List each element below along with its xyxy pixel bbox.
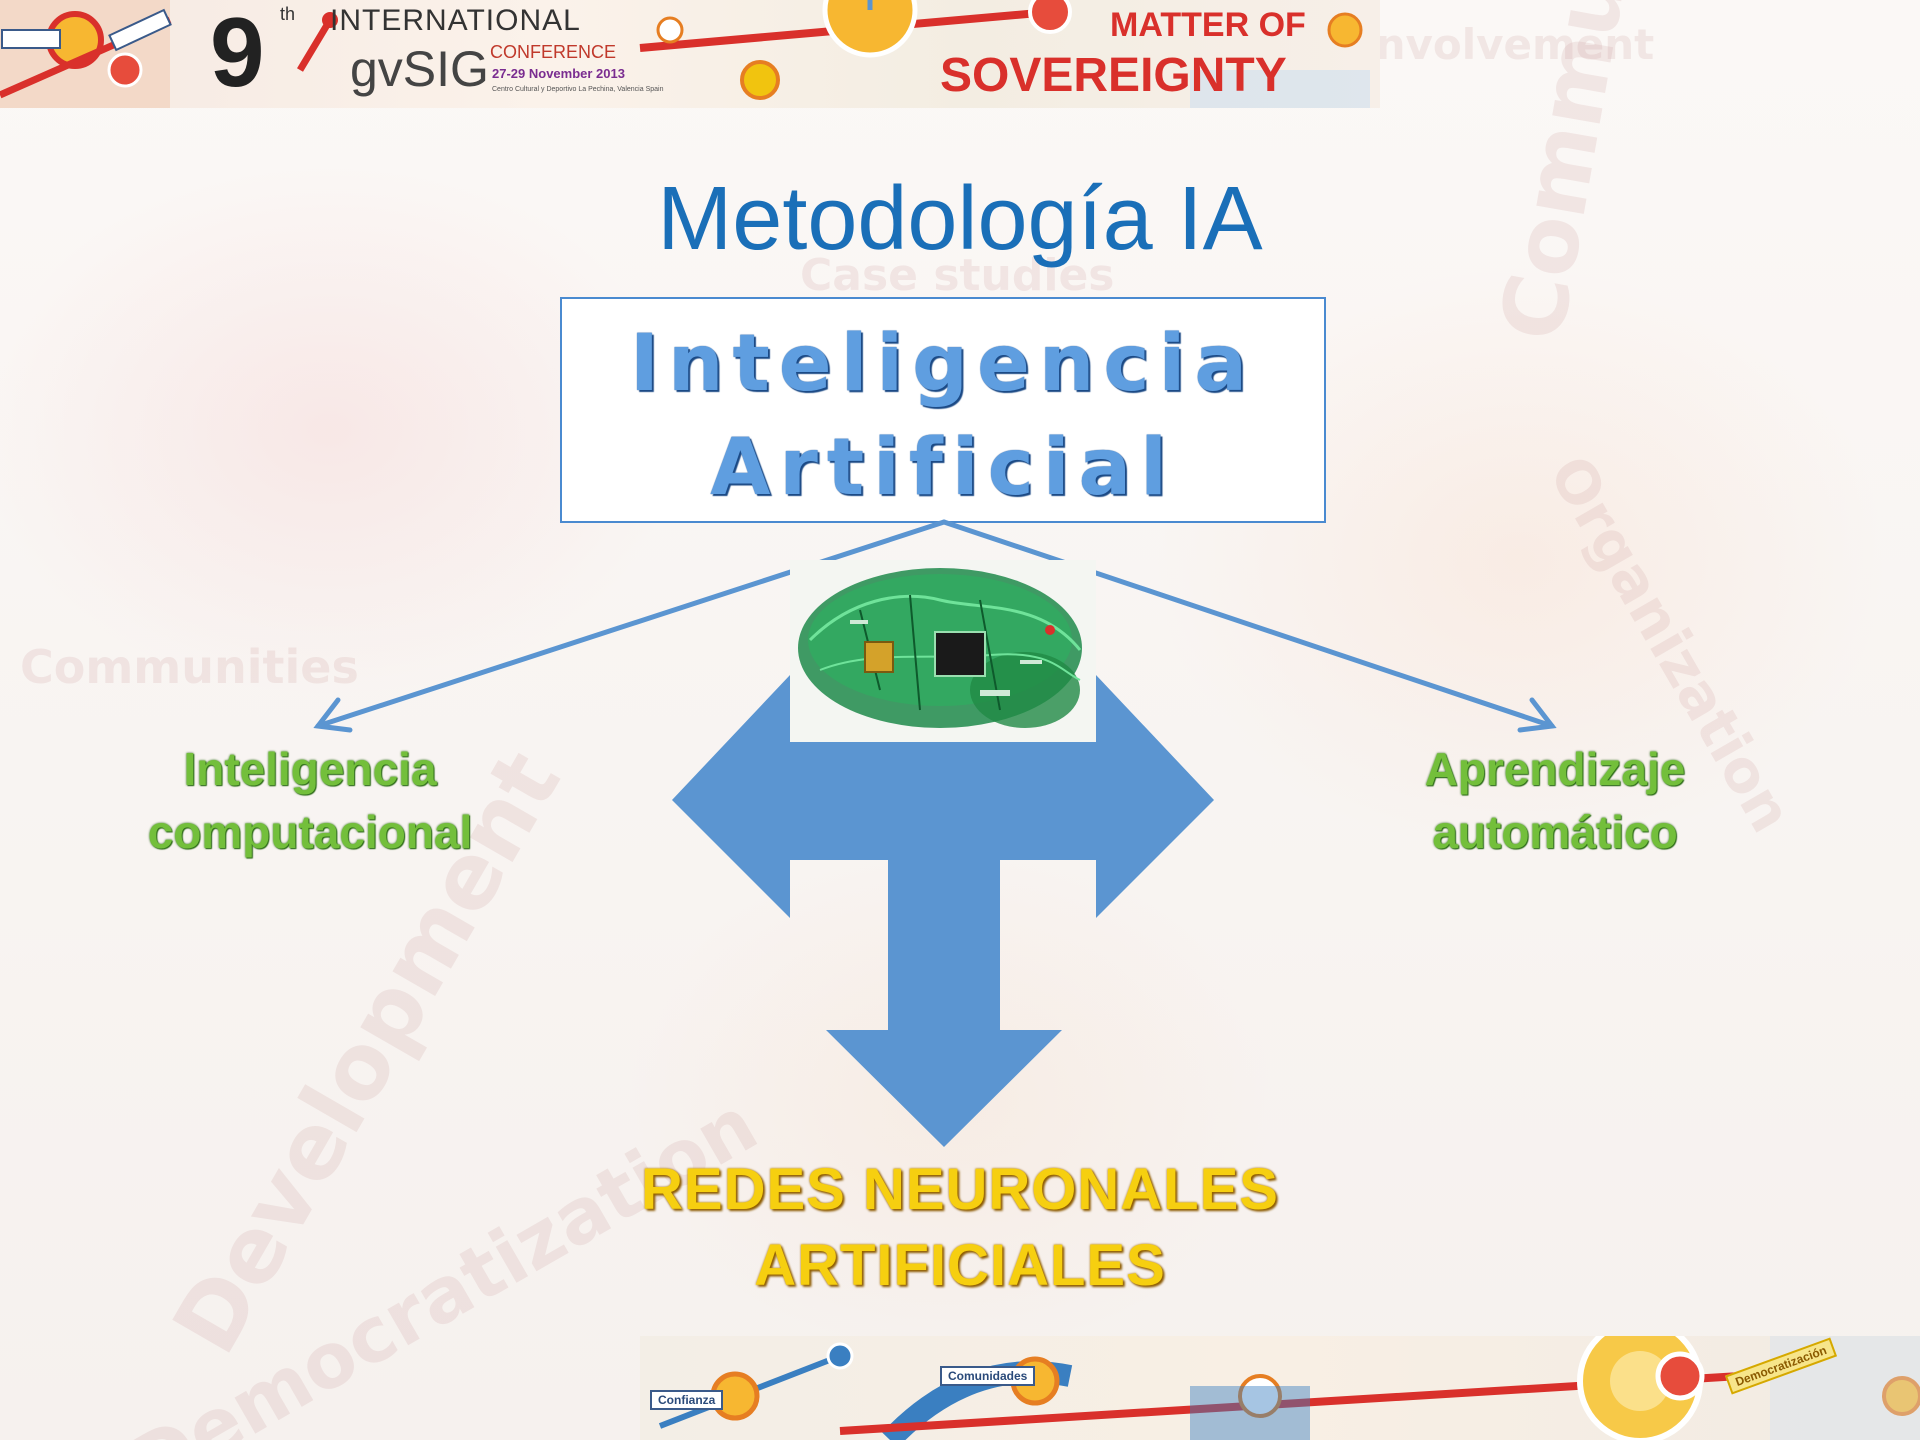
footer-tag-communities: Comunidades	[940, 1366, 1036, 1386]
banner-brand-logo: gvSIG	[350, 41, 489, 97]
label-bottom-line2: ARTIFICIALES	[754, 1233, 1166, 1298]
label-right-line2: automático	[1432, 806, 1678, 858]
label-left-line2: computacional	[147, 806, 473, 858]
footer-banner: Confianza Comunidades Democratización	[640, 1336, 1920, 1440]
footer-target-icon	[1655, 1351, 1705, 1401]
banner-node-icon	[107, 52, 143, 88]
footer-sun-icon	[1882, 1376, 1920, 1416]
ia-box-line2: Artificial	[710, 423, 1176, 513]
footer-node-icon	[826, 1342, 854, 1370]
banner-target-icon	[1028, 0, 1072, 34]
label-right-line1: Aprendizaje	[1424, 743, 1686, 795]
ia-box	[560, 297, 1326, 523]
banner-tagline-top: MATTER OF	[1110, 6, 1306, 44]
banner-tagline-bottom: SOVEREIGNTY	[940, 49, 1287, 102]
brain-icon	[798, 568, 1082, 728]
banner-edition: 9	[210, 0, 265, 107]
banner-venue: Centro Cultural y Deportivo La Pechina, …	[492, 86, 664, 93]
watermark-involvement: Involvement	[1360, 20, 1655, 69]
ia-box-line1: Inteligencia	[629, 319, 1257, 409]
label-bottom-line1: REDES NEURONALES	[641, 1157, 1279, 1222]
ia-box-text: Inteligencia Artificial	[560, 312, 1326, 520]
banner-edition-suffix: th	[280, 4, 296, 24]
footer-graphics	[658, 1336, 1920, 1440]
watermark-communities: Communities	[20, 640, 359, 694]
banner-clock-icon	[822, 0, 918, 58]
banner-graphics	[0, 0, 1370, 108]
label-computational-intelligence: Inteligencia computacional	[110, 738, 510, 864]
label-neural-networks: REDES NEURONALES ARTIFICIALES	[560, 1152, 1360, 1304]
label-left-line1: Inteligencia	[183, 743, 437, 795]
banner-gear-icon	[740, 60, 780, 100]
banner-conference: CONFERENCE	[490, 42, 617, 62]
banner-sun-icon	[1327, 12, 1363, 48]
conference-banner: 9 th INTERNATIONAL gvSIG CONFERENCE 27-2…	[0, 0, 1380, 108]
banner-dates: 27-29 November 2013	[492, 66, 625, 81]
page-title: Metodología IA	[657, 169, 1263, 269]
brain-circuit-image	[790, 560, 1096, 742]
label-machine-learning: Aprendizaje automático	[1390, 738, 1720, 864]
footer-tag-trust: Confianza	[650, 1390, 724, 1410]
watermark-case-studies: Case studies	[800, 250, 1115, 301]
banner-international: INTERNATIONAL	[330, 4, 581, 37]
